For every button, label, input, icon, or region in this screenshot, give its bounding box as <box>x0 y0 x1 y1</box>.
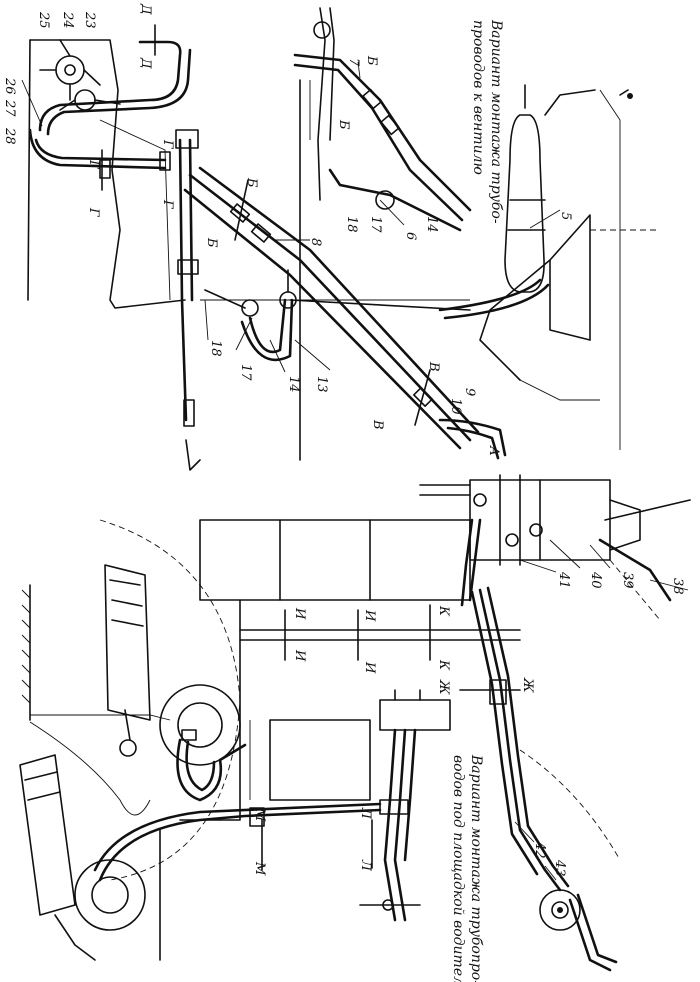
section-G-3: Г <box>160 139 175 149</box>
callout-39: 39 <box>620 572 635 589</box>
section-M-2: М <box>252 861 267 876</box>
section-I-4: И <box>362 661 377 674</box>
caption-platform-variant-line1: Вариант монтажа трубопро- <box>468 754 484 982</box>
pipe-bundle-42 <box>478 588 562 892</box>
upper-section-marks: Д Д Г Г Г Г Б Б Б Б В В А <box>86 3 501 456</box>
section-B-2: Б <box>204 237 219 248</box>
callout-7: 7 <box>346 58 361 67</box>
upper-callouts: 5 6 7 8 9 10 13 14 14 17 17 18 18 23 24 … <box>2 11 573 415</box>
callout-9: 9 <box>462 388 477 396</box>
callout-40: 40 <box>588 571 603 589</box>
section-ZH-1: Ж <box>436 679 451 695</box>
callout-13: 13 <box>314 376 329 393</box>
long-pipe-bundle <box>98 808 382 882</box>
section-B-1: Б <box>244 177 259 188</box>
lower-callouts: 38 39 40 41 42 43 <box>514 539 689 881</box>
callout-26: 26 <box>2 77 17 95</box>
callout-27: 27 <box>2 99 17 117</box>
section-K-1: К <box>436 605 451 617</box>
section-K-2: К <box>436 659 451 671</box>
callout-17b: 17 <box>368 216 383 233</box>
section-D-bottom: Д <box>138 57 153 69</box>
section-V-1: В <box>426 361 441 372</box>
caption-valve-variant-line2: проводов к вентилю <box>470 20 486 175</box>
callout-28: 28 <box>2 127 17 145</box>
section-L-2: Л <box>358 859 373 872</box>
callout-14: 14 <box>286 376 301 393</box>
section-A: А <box>486 445 501 456</box>
caption-platform-variant-line2: водов под площадкой водителя <box>450 755 466 982</box>
distributor-valve <box>55 55 85 85</box>
upper-assembly: 5 6 7 8 9 10 13 14 14 17 17 18 18 23 24 … <box>2 3 660 471</box>
valve-block-38-41 <box>419 474 691 621</box>
lower-section-marks: И И И И К К Ж Ж Л Л М М <box>252 604 535 876</box>
vertical-main-pipe <box>178 138 188 422</box>
hydraulic-cylinder-1 <box>104 564 241 766</box>
section-B-3: Б <box>364 55 379 66</box>
callout-6: 6 <box>403 232 418 240</box>
callout-25: 25 <box>36 11 51 29</box>
hydraulic-cylinder-2 <box>19 754 161 961</box>
platform-variant-inset <box>359 689 451 922</box>
section-I-3: И <box>362 609 377 622</box>
wheel-right <box>519 749 621 972</box>
valve-variant-inset <box>293 7 472 232</box>
pipe-loop-25 <box>38 40 182 132</box>
section-M-1: М <box>252 807 267 822</box>
section-L-1: Л <box>358 807 373 820</box>
callout-8: 8 <box>308 238 323 246</box>
section-I-2: И <box>292 649 307 662</box>
caption-valve-variant-line1: Вариант монтажа трубо- <box>488 19 504 224</box>
callout-42: 42 <box>532 841 547 859</box>
callout-18: 18 <box>208 340 223 357</box>
section-ZH-2: Ж <box>520 677 535 693</box>
callout-5: 5 <box>558 212 573 220</box>
section-I-1: И <box>292 607 307 620</box>
section-G-4: Г <box>160 199 175 209</box>
valve-5-assembly <box>438 84 660 450</box>
callout-17: 17 <box>238 364 253 381</box>
callout-43: 43 <box>552 859 567 877</box>
callout-14b: 14 <box>424 216 439 233</box>
section-B-4: Б <box>336 119 351 130</box>
section-G-1: Г <box>86 159 101 169</box>
section-G-2: Г <box>86 207 101 217</box>
callout-38: 38 <box>670 578 685 595</box>
callout-18b: 18 <box>344 216 359 233</box>
callout-24: 24 <box>60 11 75 29</box>
pipe-loop-13 <box>248 298 287 354</box>
callout-10: 10 <box>448 398 463 415</box>
callout-41: 41 <box>556 571 571 589</box>
lower-assembly: 38 39 40 41 42 43 И И И И К К Ж Ж <box>19 474 691 982</box>
section-V-2: В <box>370 419 385 430</box>
section-D-top: Д <box>138 3 153 15</box>
pipe-loop-lower <box>176 738 247 802</box>
callout-23: 23 <box>82 11 97 29</box>
